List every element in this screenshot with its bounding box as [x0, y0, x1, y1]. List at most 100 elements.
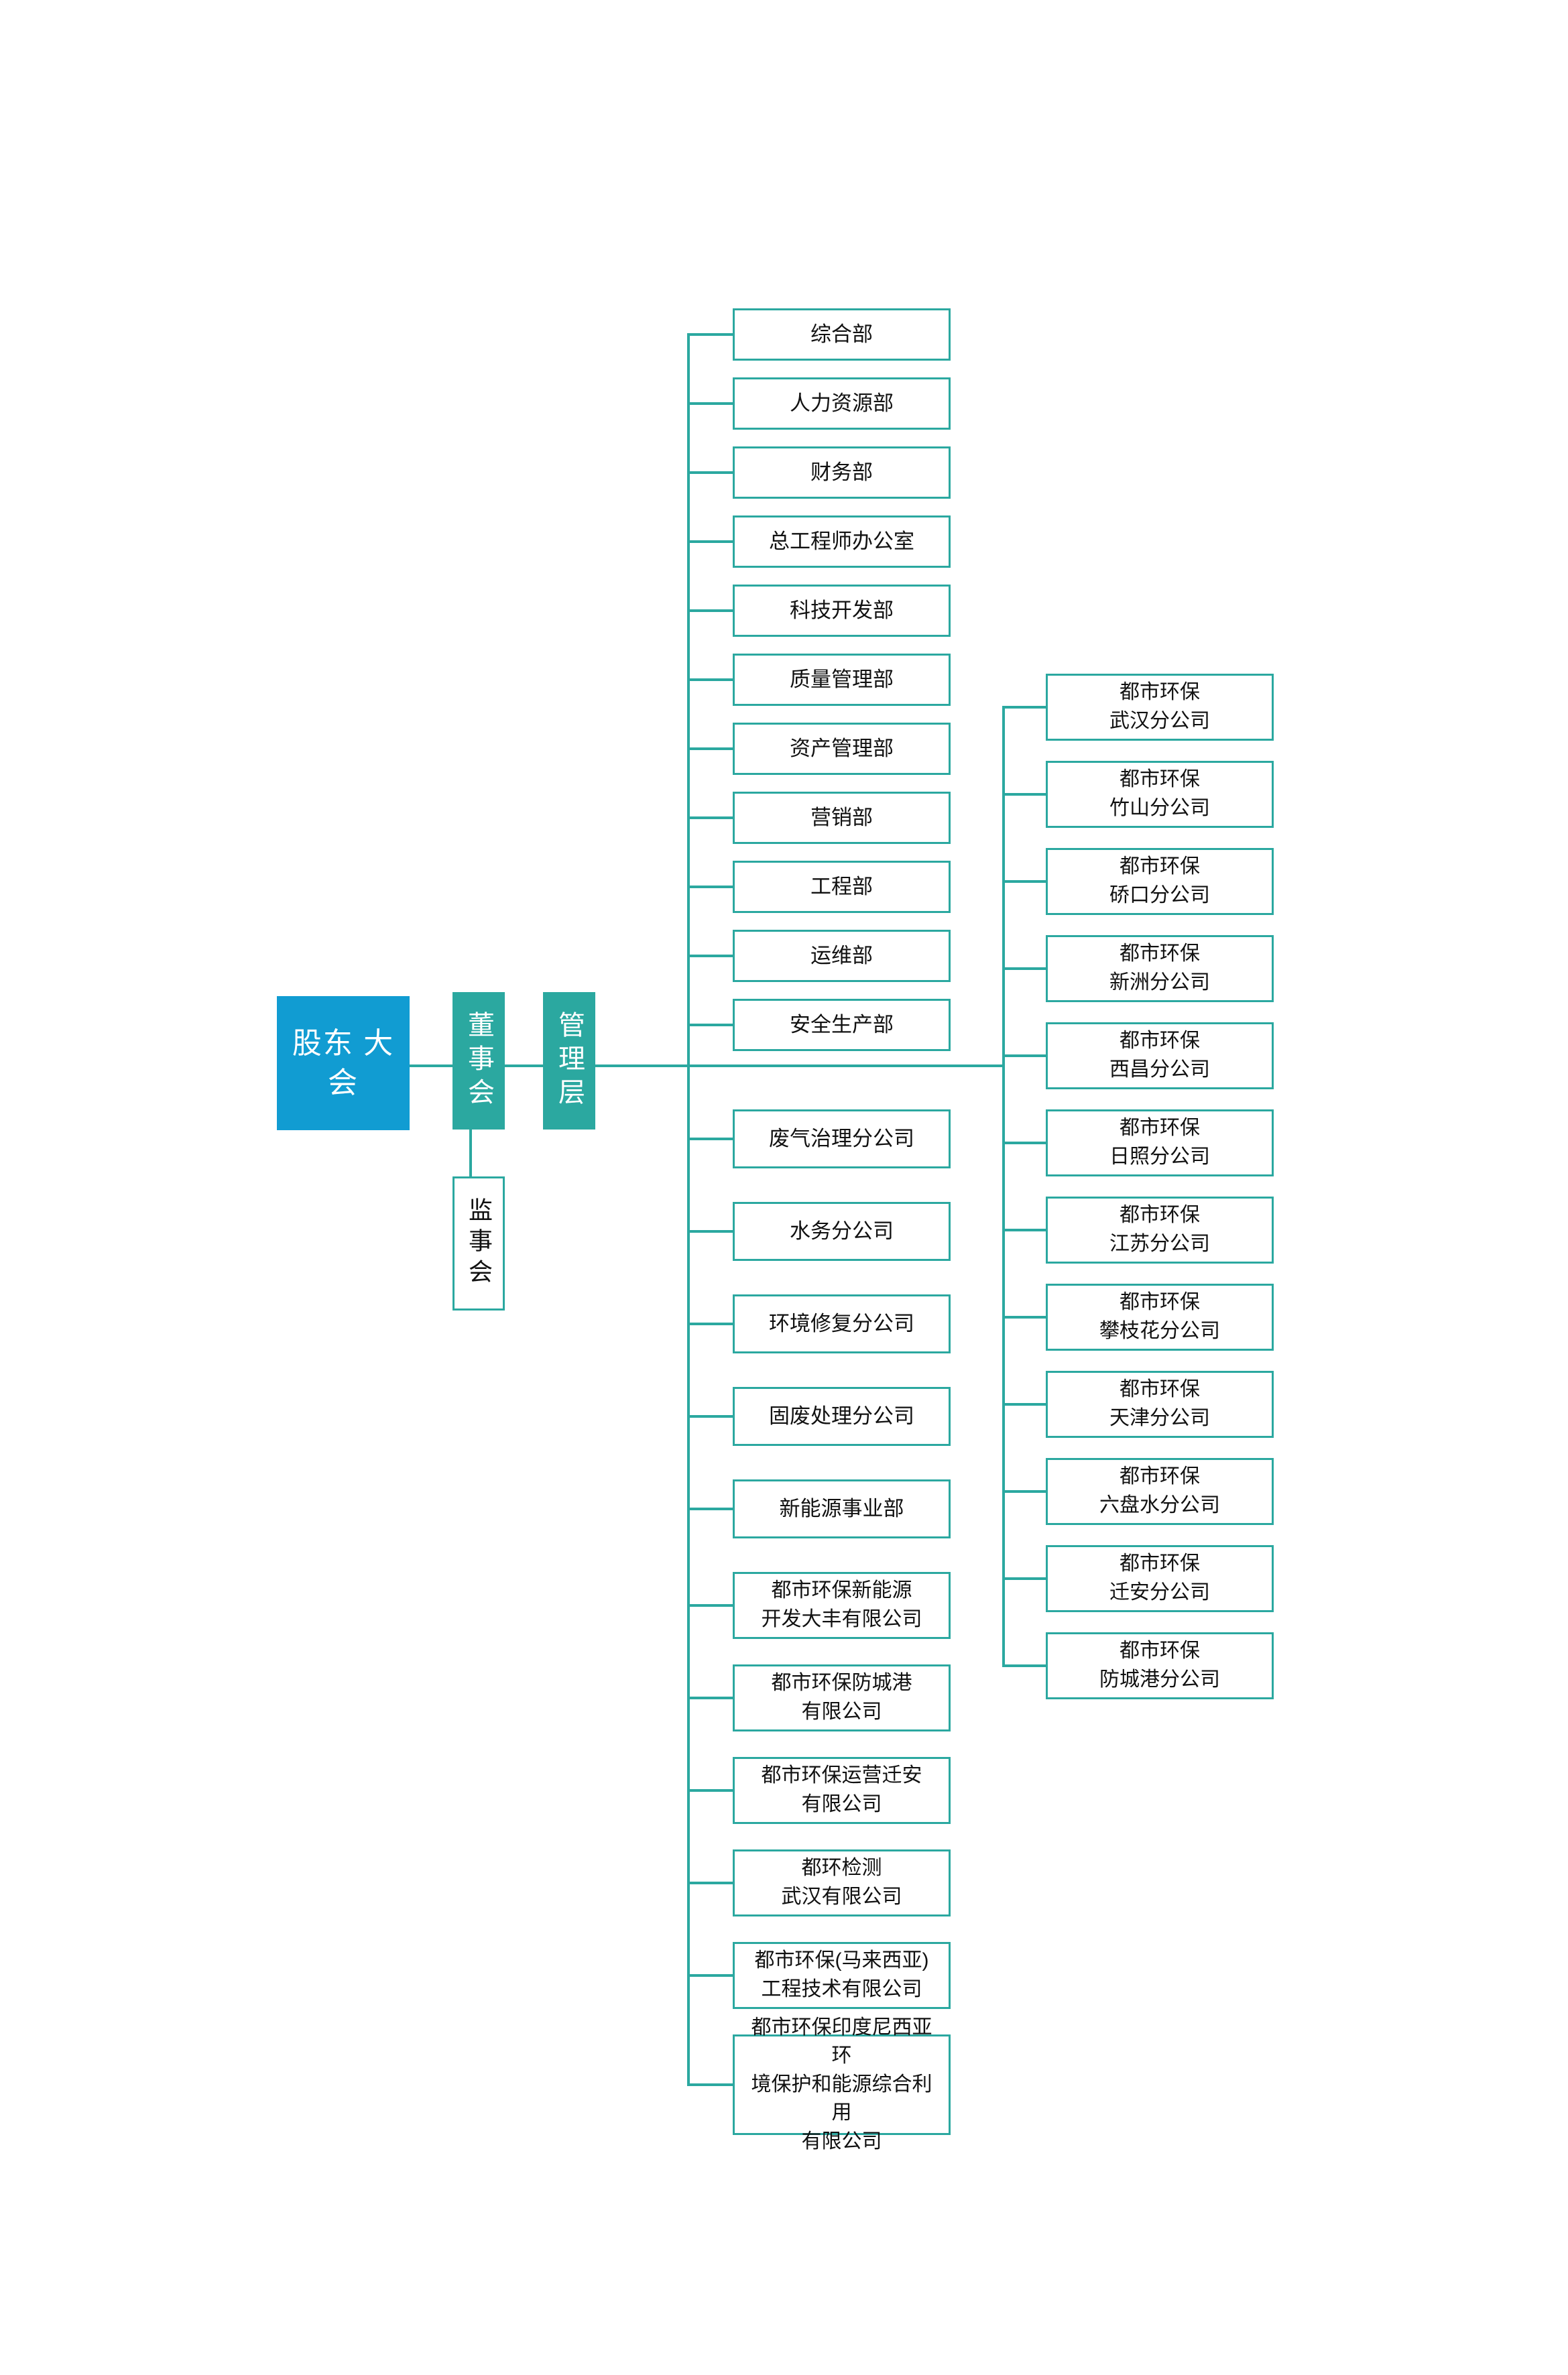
node-branch-11[interactable]: 都市环保 防城港分公司: [1046, 1632, 1274, 1699]
connector-business-unit-stub-4: [687, 1508, 733, 1510]
spine-management-vertical: [687, 333, 690, 2083]
node-branch-6[interactable]: 都市环保 江苏分公司: [1046, 1197, 1274, 1264]
node-label: 水务分公司: [790, 1219, 894, 1243]
connector-business-unit-stub-8: [687, 1882, 733, 1884]
node-business-unit-9[interactable]: 都市环保(马来西亚) 工程技术有限公司: [733, 1942, 951, 2009]
node-department-9[interactable]: 运维部: [733, 930, 951, 982]
node-department-8[interactable]: 工程部: [733, 861, 951, 913]
node-business-unit-7[interactable]: 都市环保运营迁安 有限公司: [733, 1757, 951, 1824]
connector-department-stub-2: [687, 471, 733, 474]
node-label: 人力资源部: [790, 391, 894, 415]
node-business-unit-8[interactable]: 都环检测 武汉有限公司: [733, 1849, 951, 1916]
node-department-5[interactable]: 质量管理部: [733, 654, 951, 706]
connector-branch-stub-5: [1002, 1142, 1046, 1144]
node-business-unit-5[interactable]: 都市环保新能源 开发大丰有限公司: [733, 1572, 951, 1639]
node-label: 综合部: [810, 322, 873, 346]
connector-department-stub-0: [687, 333, 733, 336]
connector-branch-stub-6: [1002, 1229, 1046, 1231]
connector-department-stub-1: [687, 402, 733, 405]
node-department-6[interactable]: 资产管理部: [733, 723, 951, 775]
node-label: 资产管理部: [790, 736, 894, 760]
connector-business-unit-stub-3: [687, 1415, 733, 1418]
connector-department-stub-6: [687, 747, 733, 750]
connector-department-stub-5: [687, 678, 733, 681]
node-label: 固废处理分公司: [769, 1404, 914, 1428]
node-branch-5[interactable]: 都市环保 日照分公司: [1046, 1109, 1274, 1176]
node-branch-4[interactable]: 都市环保 西昌分公司: [1046, 1022, 1274, 1089]
node-label: 工程部: [810, 874, 873, 898]
node-label: 管理层: [554, 1010, 584, 1111]
connector-branch-stub-7: [1002, 1316, 1046, 1319]
connector-business-unit-stub-7: [687, 1789, 733, 1792]
connector-branch-stub-8: [1002, 1403, 1046, 1406]
node-label: 都市环保印度尼西亚环 境保护和能源综合利用 有限公司: [751, 2016, 932, 2152]
node-board-of-directors[interactable]: 董事会: [453, 992, 505, 1130]
node-business-unit-3[interactable]: 固废处理分公司: [733, 1387, 951, 1446]
node-supervisory-board[interactable]: 监事会: [453, 1176, 505, 1311]
node-branch-10[interactable]: 都市环保 迁安分公司: [1046, 1545, 1274, 1612]
node-label: 都市环保 西昌分公司: [1109, 1030, 1210, 1081]
connector-branch-stub-11: [1002, 1664, 1046, 1667]
node-department-2[interactable]: 财务部: [733, 446, 951, 499]
node-label: 新能源事业部: [779, 1496, 904, 1520]
node-label: 都市环保防城港 有限公司: [771, 1672, 912, 1723]
node-label: 营销部: [810, 805, 873, 829]
node-business-unit-6[interactable]: 都市环保防城港 有限公司: [733, 1664, 951, 1731]
connector-branch-stub-2: [1002, 880, 1046, 883]
node-label: 董事会: [464, 1010, 493, 1111]
connector-branch-stub-4: [1002, 1054, 1046, 1057]
connector-business-unit-stub-10: [687, 2083, 733, 2086]
node-label: 科技开发部: [790, 598, 894, 622]
node-business-unit-1[interactable]: 水务分公司: [733, 1202, 951, 1261]
connector-shareholders-to-board: [410, 1064, 453, 1067]
node-department-1[interactable]: 人力资源部: [733, 377, 951, 430]
node-business-unit-0[interactable]: 废气治理分公司: [733, 1109, 951, 1168]
node-branch-7[interactable]: 都市环保 攀枝花分公司: [1046, 1284, 1274, 1351]
node-management[interactable]: 管理层: [543, 992, 595, 1130]
node-branch-9[interactable]: 都市环保 六盘水分公司: [1046, 1458, 1274, 1525]
node-label: 都市环保(马来西亚) 工程技术有限公司: [754, 1949, 929, 2000]
node-label: 都市环保运营迁安 有限公司: [761, 1764, 922, 1815]
node-label: 都市环保新能源 开发大丰有限公司: [761, 1579, 922, 1630]
connector-business-unit-stub-1: [687, 1230, 733, 1233]
connector-department-stub-8: [687, 886, 733, 888]
node-branch-3[interactable]: 都市环保 新洲分公司: [1046, 935, 1274, 1002]
node-label: 都市环保 天津分公司: [1109, 1378, 1210, 1429]
node-business-unit-2[interactable]: 环境修复分公司: [733, 1294, 951, 1353]
connector-branch-stub-1: [1002, 793, 1046, 796]
node-department-4[interactable]: 科技开发部: [733, 585, 951, 637]
node-department-7[interactable]: 营销部: [733, 792, 951, 844]
node-label: 总工程师办公室: [769, 529, 914, 553]
node-branch-1[interactable]: 都市环保 竹山分公司: [1046, 761, 1274, 828]
node-department-10[interactable]: 安全生产部: [733, 999, 951, 1051]
connector-department-stub-9: [687, 955, 733, 957]
node-branch-0[interactable]: 都市环保 武汉分公司: [1046, 674, 1274, 741]
node-label: 安全生产部: [790, 1012, 894, 1036]
node-business-unit-10[interactable]: 都市环保印度尼西亚环 境保护和能源综合利用 有限公司: [733, 2016, 951, 2152]
connector-business-unit-stub-6: [687, 1697, 733, 1699]
connector-branch-stub-10: [1002, 1577, 1046, 1580]
node-label: 都市环保 防城港分公司: [1099, 1640, 1220, 1691]
connector-branch-stub-9: [1002, 1490, 1046, 1493]
node-business-unit-4[interactable]: 新能源事业部: [733, 1479, 951, 1538]
node-label: 都市环保 武汉分公司: [1109, 681, 1210, 732]
connector-management-trunk: [595, 1064, 1005, 1067]
connector-branch-stub-0: [1002, 706, 1046, 709]
connector-branch-stub-3: [1002, 967, 1046, 970]
connector-department-stub-10: [687, 1024, 733, 1026]
node-shareholders-meeting[interactable]: 股东 大会: [277, 996, 410, 1130]
node-label: 财务部: [810, 460, 873, 484]
connector-department-stub-4: [687, 609, 733, 612]
node-label: 都市环保 新洲分公司: [1109, 942, 1210, 993]
node-branch-8[interactable]: 都市环保 天津分公司: [1046, 1371, 1274, 1438]
node-label: 废气治理分公司: [769, 1126, 914, 1150]
node-branch-2[interactable]: 都市环保 硚口分公司: [1046, 848, 1274, 915]
node-department-3[interactable]: 总工程师办公室: [733, 515, 951, 568]
node-label: 都市环保 六盘水分公司: [1099, 1465, 1220, 1516]
node-label: 都市环保 攀枝花分公司: [1099, 1291, 1220, 1342]
node-label: 运维部: [810, 943, 873, 967]
node-department-0[interactable]: 综合部: [733, 308, 951, 361]
connector-department-stub-3: [687, 540, 733, 543]
node-label: 都市环保 硚口分公司: [1109, 855, 1210, 906]
